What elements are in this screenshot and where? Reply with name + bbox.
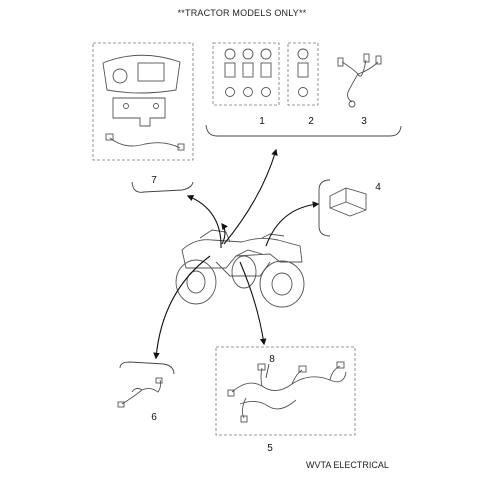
speedometer-screen [137,62,165,82]
bracket-1-2-3 [205,124,402,137]
diagram-title: **TRACTOR MODELS ONLY** [177,8,307,18]
kill-switch-icon [260,48,272,60]
small-harness-group [117,361,175,408]
speedometer-dial [112,68,128,84]
switch-group [212,42,280,106]
callout-7: 7 [151,175,157,186]
callout-8: 8 [269,354,275,365]
callout-3: 3 [361,116,367,127]
callout-5: 5 [267,443,273,454]
instrument-cluster-group [92,42,194,161]
bracket-7 [131,181,194,193]
callout-arrows [153,148,320,360]
atv-illustration [175,229,305,308]
hazard-switch-icon [297,48,309,60]
callout-6: 6 [151,412,157,423]
headlight-switch-icon [224,48,236,60]
atv-rear-wheel [259,260,305,308]
main-harness-dashed-box [215,346,356,436]
hazard-dashed-box [287,42,319,106]
callout-2: 2 [308,116,314,127]
hazard-switch-group [287,42,319,106]
diagram-footer: WVTA ELECTRICAL [306,460,389,470]
cluster-bracket [112,97,166,127]
switch-harness-group [337,53,382,108]
relay-group [318,179,367,237]
callout-4: 4 [375,182,381,193]
beam-switch-icon [242,48,254,60]
atv-front-left-wheel [175,259,217,305]
callout-1: 1 [259,116,265,127]
switch-dashed-box [212,42,280,106]
speedometer-display [102,54,181,94]
main-harness-group [215,346,356,436]
atv-front-right-wheel [231,255,257,289]
cluster-dashed-box [92,42,194,161]
cluster-harness [109,137,181,149]
